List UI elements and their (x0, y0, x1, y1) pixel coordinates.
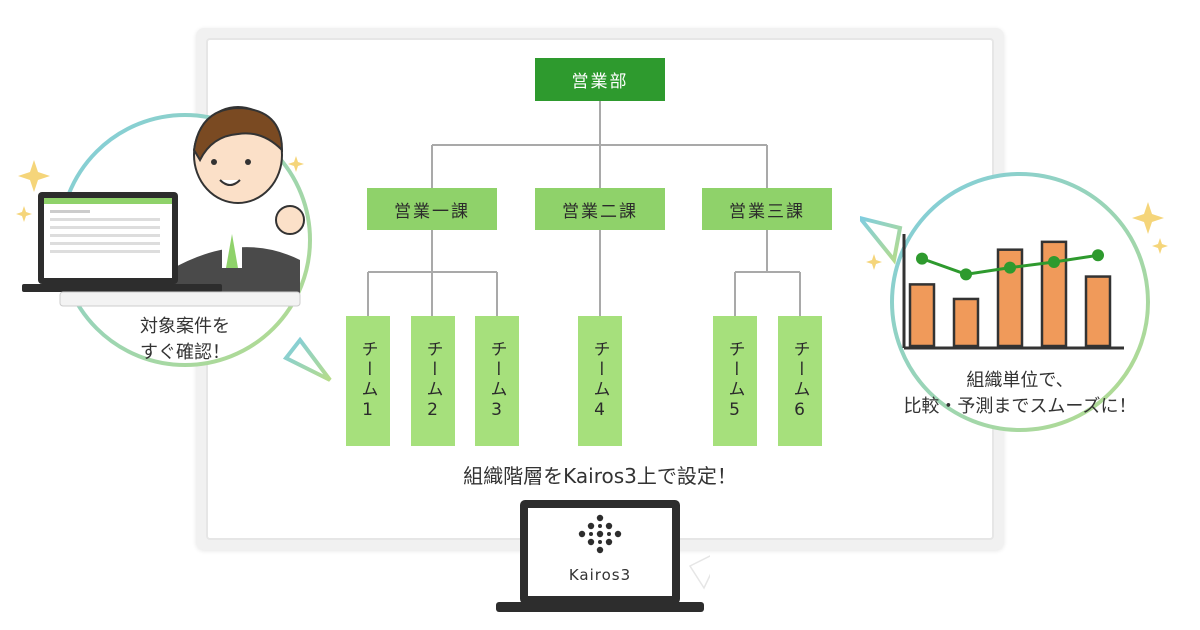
left-bubble-tail (282, 336, 332, 382)
org-node-team-2: チーム2 (411, 316, 455, 446)
org-node-division-3: 営業三課 (702, 188, 832, 230)
right-bubble-tail (860, 215, 903, 265)
mini-chart-trend-point (916, 252, 928, 265)
laptop-base (496, 602, 704, 612)
mini-chart-bar (908, 283, 936, 348)
org-node-division-2: 営業二課 (535, 188, 665, 230)
laptop-brand-text: Kairos3 (569, 566, 631, 584)
left-bubble-illustration (16, 106, 332, 382)
org-node-root: 営業部 (535, 58, 665, 101)
sparkle-icon (18, 160, 50, 192)
sparkle-icon (1132, 202, 1164, 234)
businessman-icon (170, 106, 305, 300)
kairos-logo-icon (578, 514, 622, 554)
mini-chart-bar (952, 297, 980, 348)
org-node-team-4: チーム4 (578, 316, 622, 446)
right-bubble-text: 組織単位で、 比較・予測までスムーズに！ (903, 370, 1137, 417)
left-bubble-text: 対象案件を すぐ確認！ (140, 316, 230, 363)
org-node-team-6: チーム6 (778, 316, 822, 446)
org-node-division-1: 営業一課 (367, 188, 497, 230)
mini-chart-trend-point (1004, 261, 1016, 274)
mini-chart-trend-point (1048, 256, 1060, 268)
sparkle-icon (1152, 238, 1168, 254)
mini-chart-trend-point (1092, 249, 1104, 262)
laptop-speech-tail (688, 555, 710, 590)
right-bubble-illustration (860, 172, 1168, 432)
org-caption: 組織階層をKairos3上で設定！ (463, 464, 737, 488)
sparkle-icon (866, 254, 882, 270)
sparkle-icon (16, 206, 32, 222)
org-node-team-3: チーム3 (475, 316, 519, 446)
mini-chart-trend-point (960, 268, 972, 281)
mini-chart-bar (1084, 275, 1112, 348)
org-node-team-5: チーム5 (713, 316, 757, 446)
mini-chart (902, 234, 1124, 350)
sparkle-icon (288, 156, 304, 172)
small-laptop-icon (22, 192, 301, 307)
org-node-team-1: チーム1 (346, 316, 390, 446)
kairos-laptop-illustration: Kairos3 (496, 500, 710, 612)
